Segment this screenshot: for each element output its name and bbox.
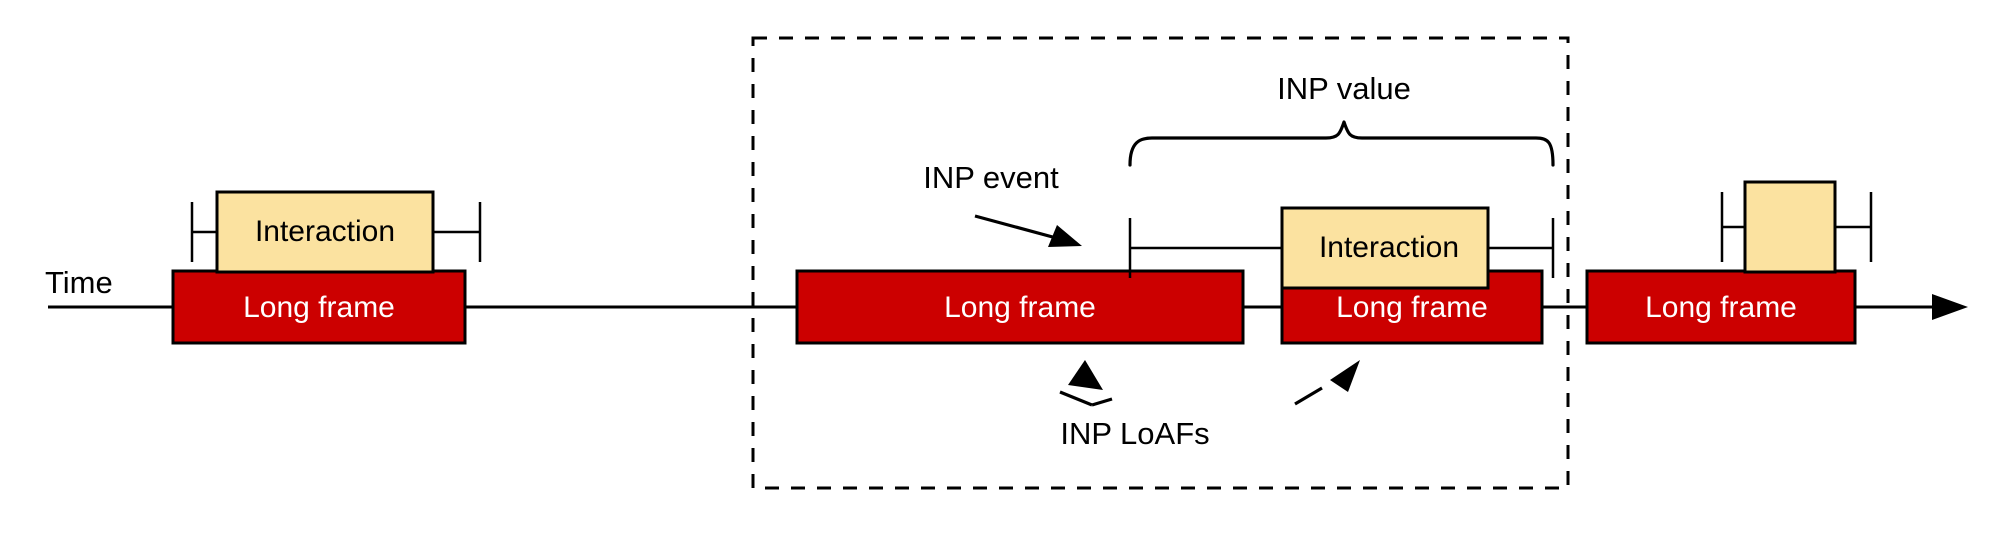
inp-loafs-arrowhead-right: [1330, 360, 1360, 392]
inp-loafs-arrow-right-line: [1294, 386, 1323, 406]
inp-loafs-arrow-left-line-b: [1059, 390, 1093, 407]
inp-event-arrowhead: [1048, 225, 1082, 247]
time-axis-label: Time: [45, 265, 113, 300]
timeline-arrowhead: [1932, 294, 1968, 320]
long-frame-label-4: Long frame: [1645, 291, 1797, 324]
interaction-box-4: [1743, 180, 1837, 274]
long-frame-box-4: [1585, 269, 1857, 345]
long-frame-label-1: Long frame: [243, 291, 395, 324]
interaction-box-3: [1280, 206, 1490, 290]
interaction-label-1: Interaction: [255, 215, 395, 248]
long-frame-label-2: Long frame: [944, 291, 1096, 324]
inp-loafs-label: INP LoAFs: [1060, 416, 1209, 451]
inp-event-label: INP event: [923, 160, 1059, 195]
inp-loafs-arrow-left-line: [1091, 397, 1113, 407]
interaction-label-3: Interaction: [1319, 231, 1459, 264]
long-frame-box-2: [795, 269, 1245, 345]
inp-value-brace: [1128, 120, 1555, 167]
long-frame-label-3: Long frame: [1336, 291, 1488, 324]
interaction-box-1: [215, 190, 435, 274]
inp-event-arrow-line: [974, 214, 1061, 241]
inp-attribution-region: [751, 36, 1570, 490]
inp-loafs-arrowhead-left: [1068, 360, 1103, 390]
inp-value-label: INP value: [1277, 71, 1411, 106]
